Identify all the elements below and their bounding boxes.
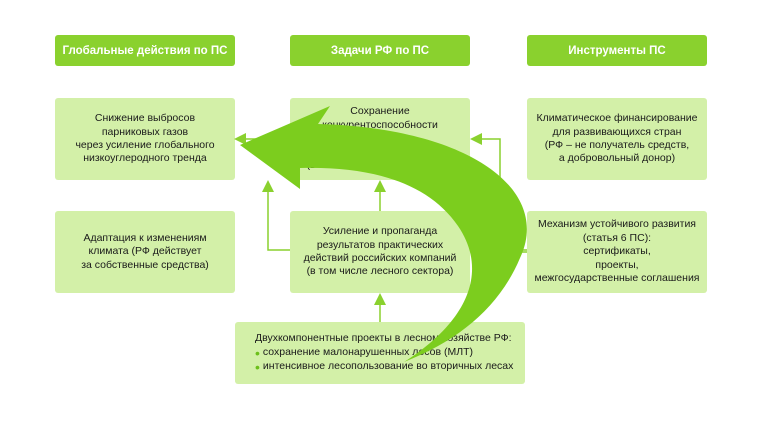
- box-promotion: Усиление и пропаганда результатов практи…: [290, 211, 470, 293]
- header-tools: Инструменты ПС: [527, 35, 707, 66]
- list-item-text: сохранение малонарушенных лесов (МЛТ): [262, 345, 474, 358]
- box-sustainable-mechanism: Механизм устойчивого развития (статья 6 …: [527, 211, 707, 293]
- arrow-finance-to-competitiveness: [470, 133, 527, 251]
- list-item-text: интенсивное лесопользование во вторичных…: [262, 359, 514, 372]
- box-competitiveness: Сохранение конкурентоспособности экспорт…: [290, 98, 470, 180]
- bullet-icon: •: [255, 344, 260, 361]
- box-adaptation: Адаптация к изменениям климата (РФ дейст…: [55, 211, 235, 293]
- bullet-icon: •: [255, 358, 260, 375]
- header-global-actions: Глобальные действия по ПС: [55, 35, 235, 66]
- box-climate-finance: Климатическое финансирование для развива…: [527, 98, 707, 180]
- box-forestry-projects: Двухкомпонентные проекты в лесном хозяйс…: [235, 322, 525, 384]
- header-rf-tasks: Задачи РФ по ПС: [290, 35, 470, 66]
- box-emissions-reduction: Снижение выбросов парниковых газов через…: [55, 98, 235, 180]
- forestry-projects-title: Двухкомпонентные проекты в лесном хозяйс…: [255, 332, 512, 345]
- arrow-promotion-to-emissions: [262, 180, 290, 251]
- list-item: • сохранение малонарушенных лесов (МЛТ): [255, 346, 525, 360]
- list-item: • интенсивное лесопользование во вторичн…: [255, 360, 525, 374]
